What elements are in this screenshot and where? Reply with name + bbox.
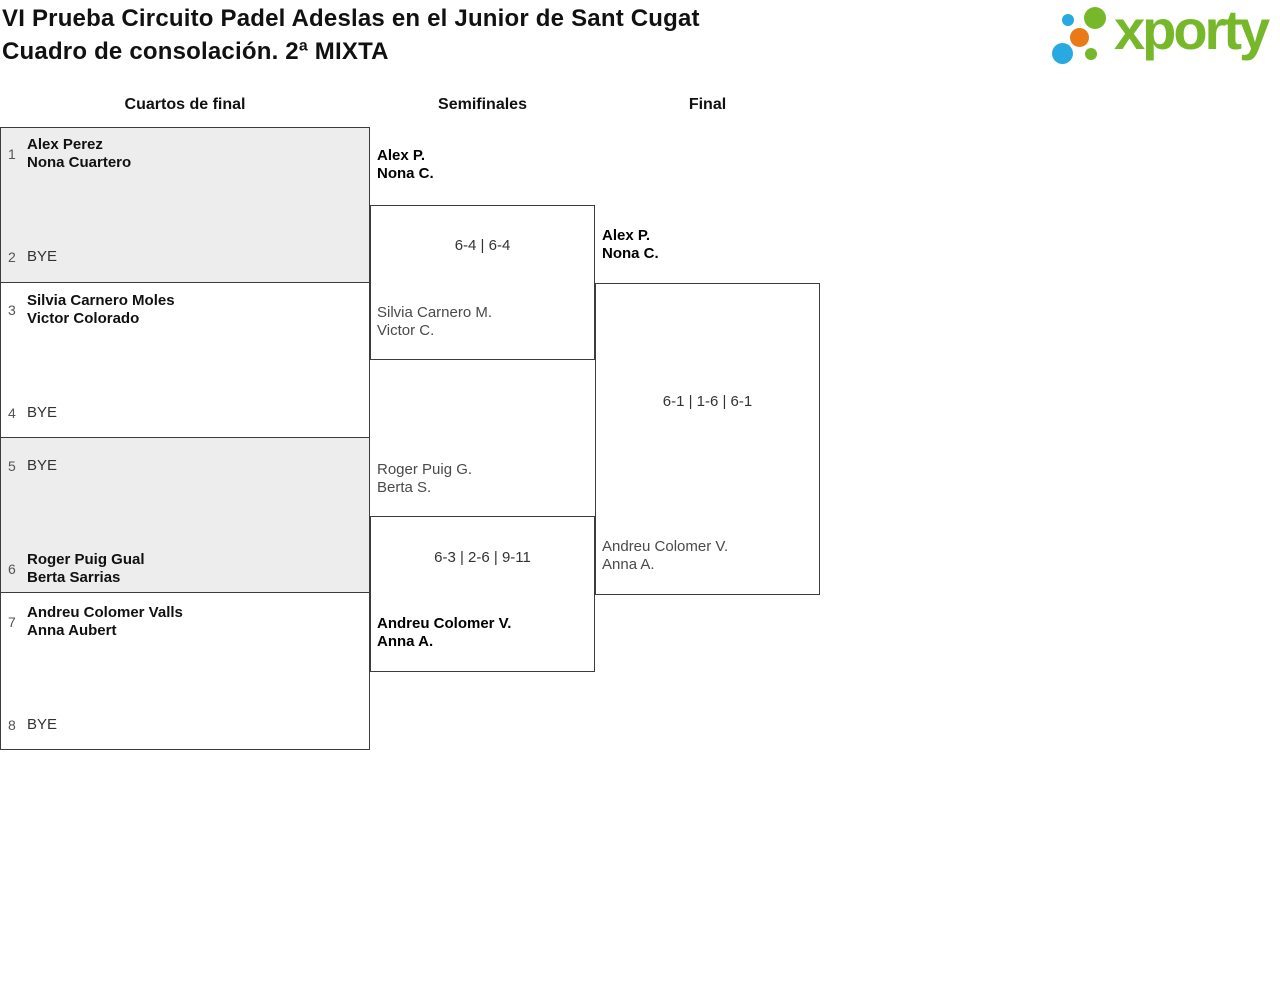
player-name: Alex P. <box>602 227 651 244</box>
final-bottom-team: Andreu Colomer V. Anna A. <box>602 538 728 574</box>
sf2-top-team: Roger Puig G. Berta S. <box>377 461 472 497</box>
qf3-top-bye: BYE <box>27 457 58 474</box>
qf1-top-team: Alex Perez Nona Cuartero <box>27 136 131 172</box>
sf-match-1-box <box>370 205 595 360</box>
qf-match-1-box <box>0 127 370 283</box>
qf2-bottom-bye: BYE <box>27 404 58 421</box>
qf2-top-team: Silvia Carnero Moles Victor Colorado <box>27 292 175 328</box>
seed-7: 7 <box>8 614 16 630</box>
final-score: 6-1 | 1-6 | 6-1 <box>662 393 753 410</box>
player-name: Andreu Colomer V. <box>377 615 512 632</box>
qf3-bottom-team: Roger Puig Gual Berta Sarrias <box>27 551 145 587</box>
player-name: Silvia Carnero M. <box>377 304 493 321</box>
qf4-top-team: Andreu Colomer Valls Anna Aubert <box>27 604 183 640</box>
player-name: Berta S. <box>377 479 432 496</box>
player-name: Roger Puig Gual <box>27 551 145 568</box>
player-name: Victor Colorado <box>27 310 140 327</box>
seed-5: 5 <box>8 458 16 474</box>
sf2-bottom-team: Andreu Colomer V. Anna A. <box>377 615 511 651</box>
sf1-score: 6-4 | 6-4 <box>454 237 511 254</box>
round-header-cuartos: Cuartos de final <box>124 96 246 113</box>
player-name: Berta Sarrias <box>27 569 121 586</box>
sf2-score: 6-3 | 2-6 | 9-11 <box>434 549 531 566</box>
player-name: Anna A. <box>602 556 655 573</box>
qf-match-4-box <box>0 592 370 750</box>
sf1-top-team: Alex P. Nona C. <box>377 147 434 183</box>
player-name: Victor C. <box>377 322 435 339</box>
player-name: Alex P. <box>377 147 426 164</box>
player-name: Nona C. <box>377 165 434 182</box>
player-name: Nona C. <box>602 245 659 262</box>
player-name: Anna Aubert <box>27 622 117 639</box>
logo-dot-blue-small-icon <box>1062 14 1074 26</box>
seed-4: 4 <box>8 405 16 421</box>
xporty-wordmark: xporty <box>1114 0 1270 61</box>
player-name: Andreu Colomer Valls <box>27 604 183 621</box>
player-name: Anna A. <box>377 633 434 650</box>
sf1-bottom-team: Silvia Carnero M. Victor C. <box>377 304 492 340</box>
seed-1: 1 <box>8 146 16 162</box>
xporty-logo[interactable]: xporty <box>1045 2 1278 72</box>
round-header-final: Final <box>688 96 727 113</box>
seed-8: 8 <box>8 717 16 733</box>
page-title: VI Prueba Circuito Padel Adeslas en el J… <box>2 2 700 68</box>
player-name: Roger Puig G. <box>377 461 473 478</box>
final-top-team: Alex P. Nona C. <box>602 227 659 263</box>
qf-match-3-box <box>0 437 370 593</box>
seed-2: 2 <box>8 249 16 265</box>
logo-dot-green-small-icon <box>1085 48 1097 60</box>
logo-dot-blue-large-icon <box>1052 43 1073 64</box>
final-match-box <box>595 283 820 595</box>
player-name: Silvia Carnero Moles <box>27 292 175 309</box>
round-header-semifinales: Semifinales <box>438 96 527 113</box>
seed-6: 6 <box>8 561 16 577</box>
player-name: Nona Cuartero <box>27 154 132 171</box>
qf4-bottom-bye: BYE <box>27 716 58 733</box>
title-line-1: VI Prueba Circuito Padel Adeslas en el J… <box>2 5 700 32</box>
sf-match-2-box <box>370 516 595 672</box>
title-line-2: Cuadro de consolación. 2ª MIXTA <box>2 38 389 65</box>
logo-dot-orange-icon <box>1070 28 1089 47</box>
seed-3: 3 <box>8 302 16 318</box>
player-name: Andreu Colomer V. <box>602 538 729 555</box>
logo-dot-green-large-icon <box>1084 7 1106 29</box>
qf1-bottom-bye: BYE <box>27 248 58 265</box>
player-name: Alex Perez <box>27 136 103 153</box>
